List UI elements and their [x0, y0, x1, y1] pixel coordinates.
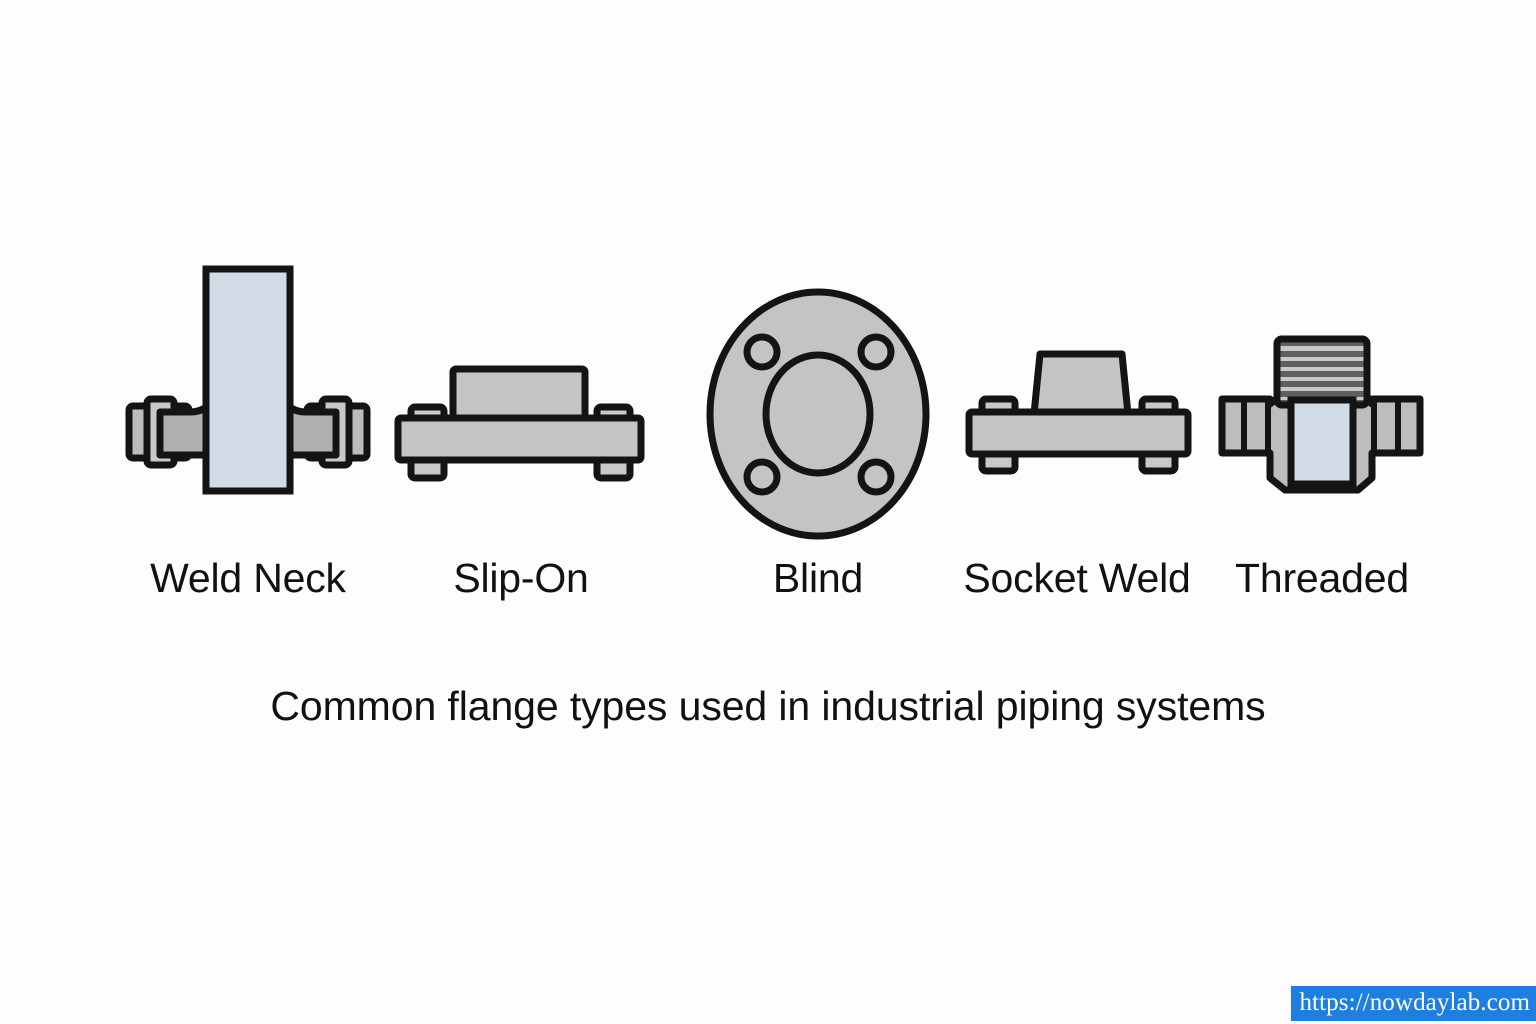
threaded-pipe-bore — [1287, 396, 1357, 488]
label-weld-neck: Weld Neck — [150, 555, 346, 601]
flange-slip-on — [394, 365, 645, 482]
flange-threaded — [1218, 335, 1424, 494]
blind-raised-face — [762, 351, 874, 477]
figure-caption: Common flange types used in industrial p… — [270, 683, 1266, 729]
socket-weld-plate — [965, 408, 1192, 458]
slip-on-plate — [394, 414, 645, 464]
label-socket-weld: Socket Weld — [963, 555, 1191, 601]
flange-blind — [706, 288, 930, 540]
watermark-link[interactable]: https://nowdaylab.com — [1291, 986, 1536, 1021]
blind-bolt-hole-top-right — [857, 333, 895, 371]
threaded-hub — [1273, 335, 1371, 409]
blind-bolt-hole-bottom-left — [743, 458, 781, 496]
socket-weld-hub — [1030, 350, 1132, 418]
blind-bolt-hole-bottom-right — [857, 458, 895, 496]
flange-weld-neck — [125, 265, 371, 495]
label-blind: Blind — [772, 555, 864, 601]
flange-socket-weld — [965, 350, 1192, 475]
blind-bolt-hole-top-left — [743, 333, 781, 371]
label-slip-on: Slip-On — [453, 555, 589, 601]
weld-neck-pipe — [202, 265, 294, 495]
label-threaded: Threaded — [1235, 555, 1409, 601]
